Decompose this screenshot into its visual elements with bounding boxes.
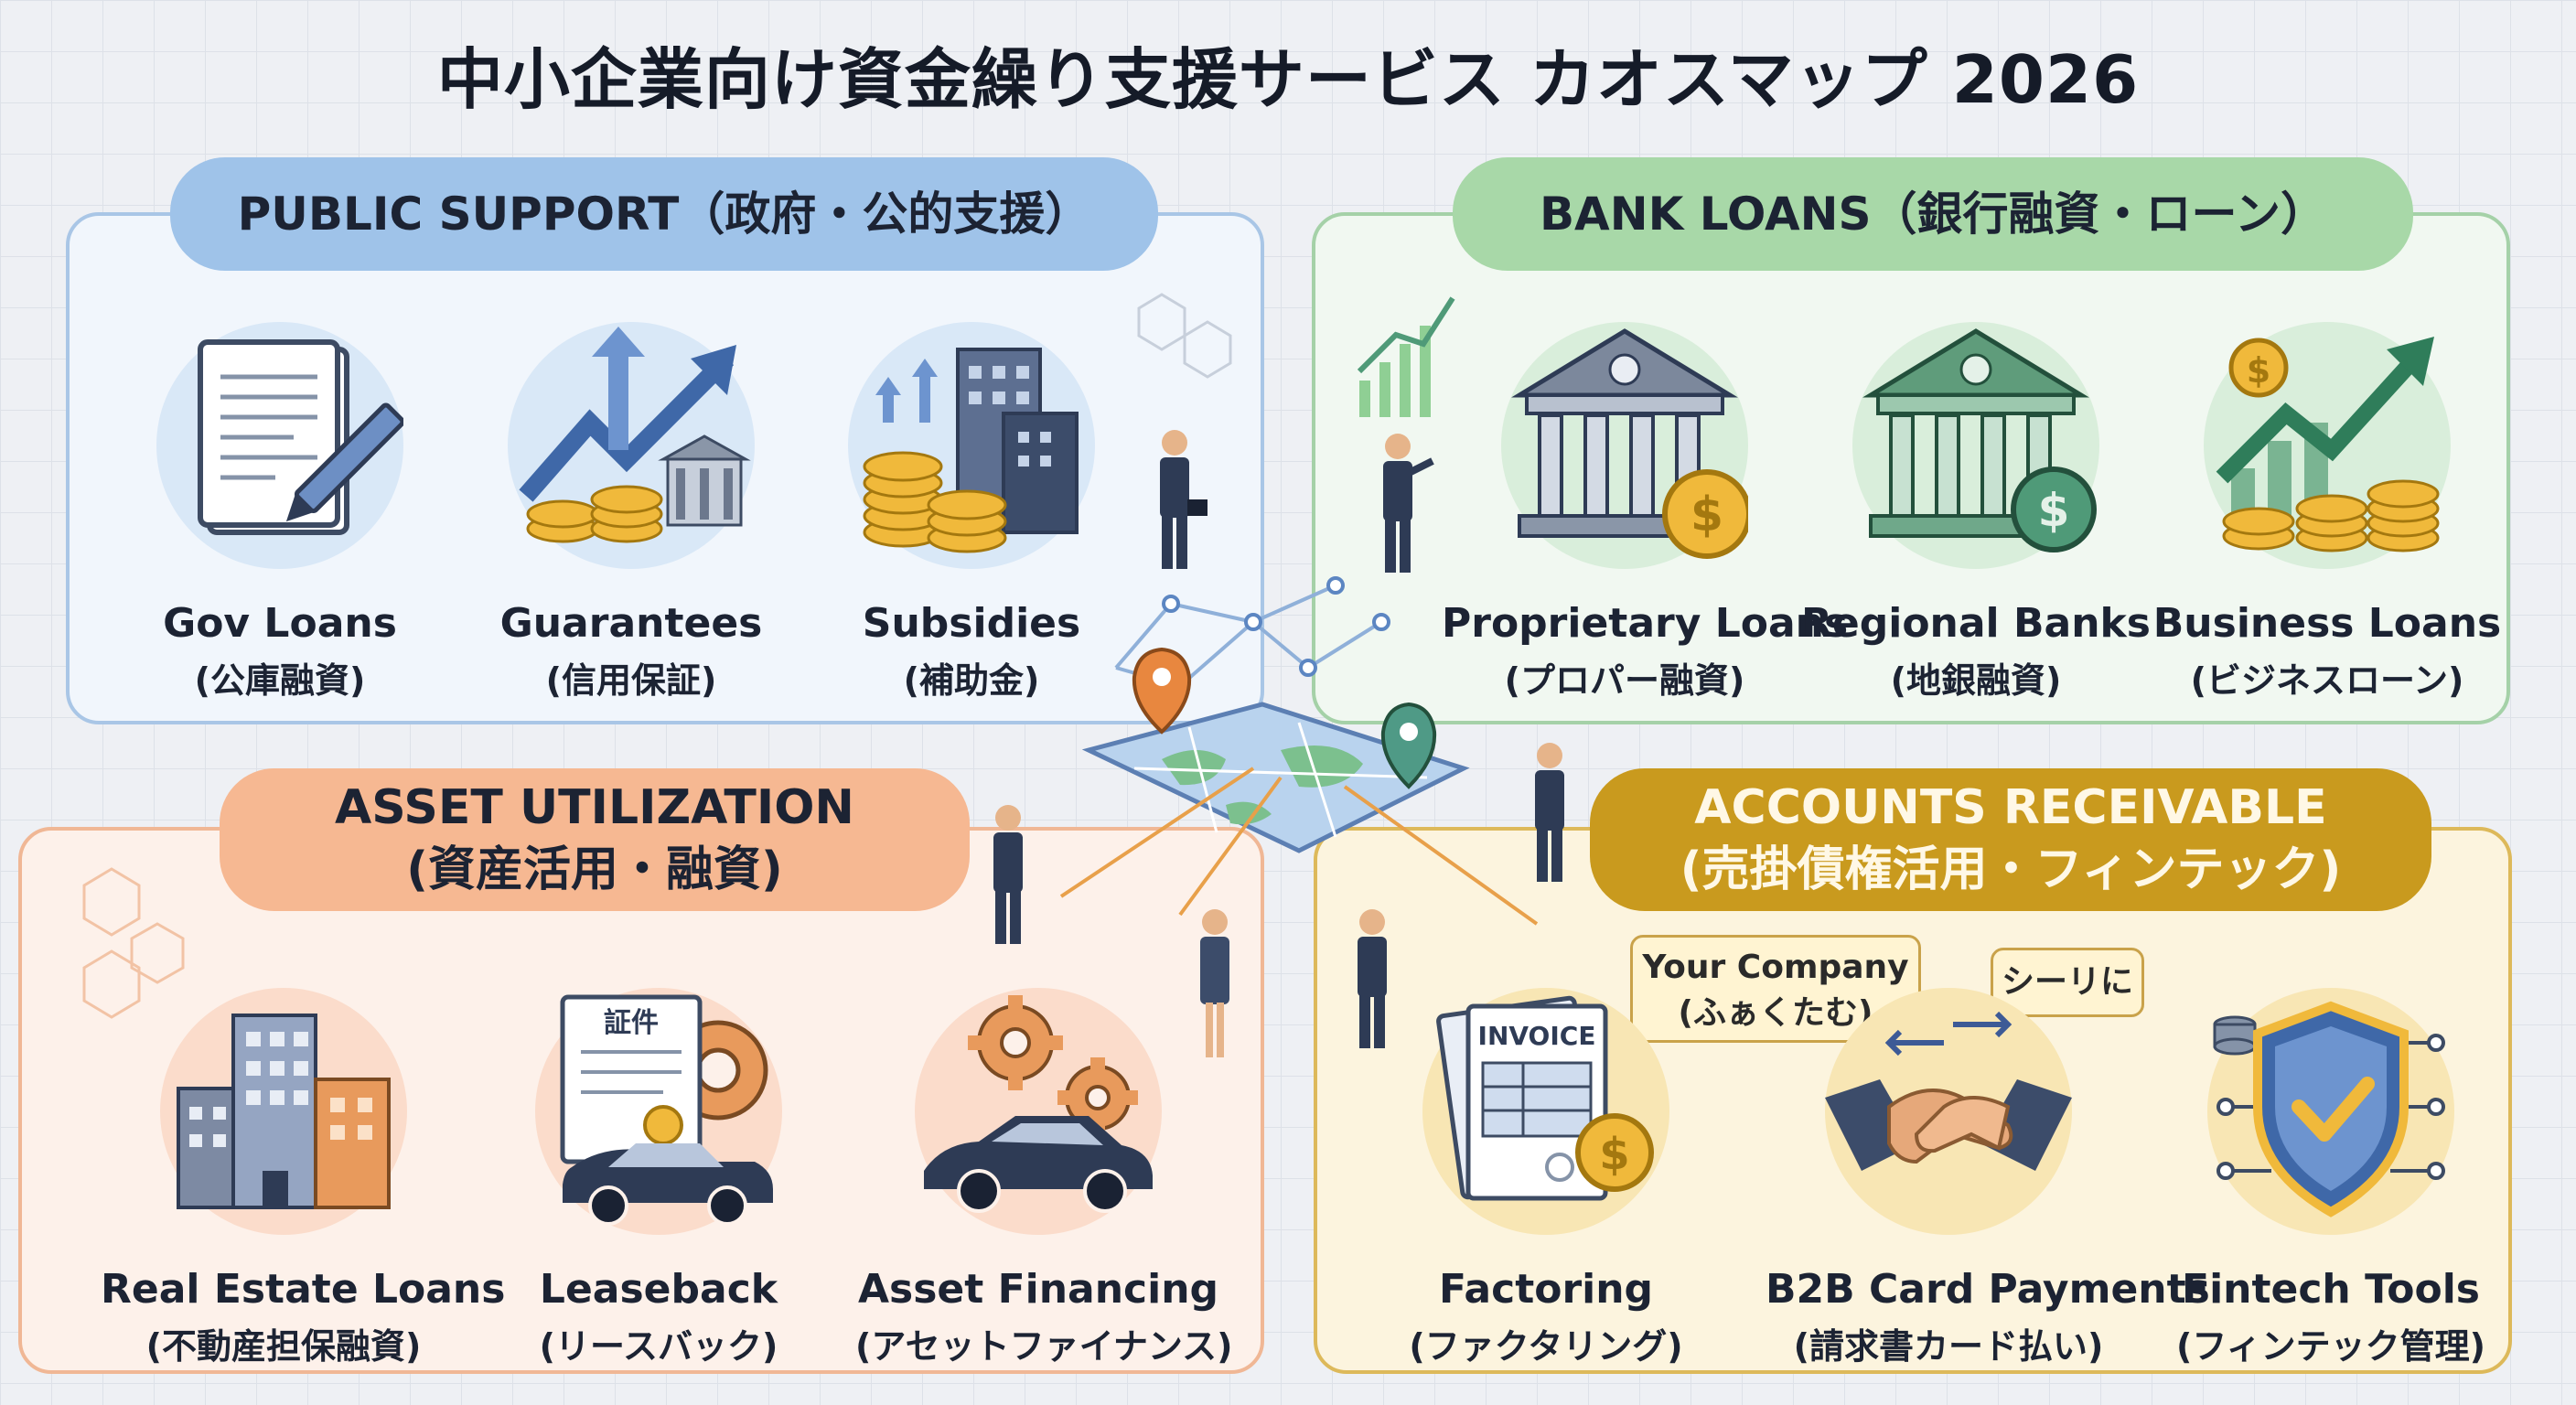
svg-text:$: $ (2247, 350, 2270, 391)
businessman-figure (1160, 430, 1208, 569)
your-company-line1: Your Company (1642, 949, 1909, 986)
hexagon-decoration-left (82, 867, 185, 1019)
growth-chart-decoration-icon (1357, 296, 1455, 417)
real-estate-loans-sub: (不動産担保融資) (145, 1326, 422, 1367)
coins-building-icon (848, 322, 1095, 569)
fintech-tools-label: Fintech Tools (2182, 1266, 2480, 1313)
proprietary-loans-label: Proprietary Loans (1442, 600, 1849, 647)
fintech-tools-item: Fintech Tools (フィンテック管理) (2148, 988, 2514, 1368)
leaseback-sub: (リースバック) (539, 1326, 778, 1367)
car-gears-icon (915, 988, 1162, 1235)
buildings-icon (160, 988, 407, 1235)
regional-banks-label: Regional Banks (1801, 600, 2151, 647)
map-pin-orange-icon (1132, 647, 1192, 735)
business-loans-sub: (ビジネスローン) (2190, 660, 2464, 701)
gov-loans-sub: (公庫融資) (194, 660, 366, 701)
handshake-icon (1825, 988, 2072, 1235)
regional-banks-item: $ Regional Banks (地銀融資) (1793, 322, 2159, 702)
shield-check-icon (2207, 988, 2454, 1235)
b2b-card-payments-label: B2B Card Payments (1766, 1266, 2210, 1313)
accounts-receivable-heading-line2: (売掛債権活用・フィンテック) (1680, 842, 2342, 897)
map-pin-teal-icon (1380, 702, 1437, 789)
real-estate-loans-item: Real Estate Loans (不動産担保融資) (101, 988, 506, 1368)
asset-financing-item: Asset Financing (アセットファイナンス) (855, 988, 1233, 1368)
connector-lines (1059, 767, 1539, 926)
svg-text:$: $ (2038, 484, 2070, 537)
asset-utilization-heading-line1: ASSET UTILIZATION (335, 780, 854, 835)
presenter-figure (1383, 434, 1434, 573)
accounts-receivable-heading-line1: ACCOUNTS RECEIVABLE (1694, 780, 2327, 835)
guarantees-item: Guarantees (信用保証) (448, 322, 814, 702)
hexagon-decoration (1137, 293, 1232, 379)
factoring-sub: (ファクタリング) (1409, 1326, 1683, 1367)
real-estate-loans-label: Real Estate Loans (101, 1266, 506, 1313)
asset-financing-sub: (アセットファイナンス) (855, 1326, 1233, 1367)
document-pen-icon (156, 322, 403, 569)
coins-growth-icon: $ (2204, 322, 2451, 569)
asset-utilization-heading: ASSET UTILIZATION (資産活用・融資) (220, 768, 970, 911)
your-company-line2: (ふぁくたむ) (1678, 994, 1873, 1033)
business-loans-item: $ Business Loans (ビジネスローン) (2144, 322, 2510, 702)
regional-bank-icon: $ (1852, 322, 2099, 569)
svg-text:$: $ (1690, 488, 1723, 542)
guarantees-label: Guarantees (499, 600, 763, 647)
factoring-label: Factoring (1438, 1266, 1654, 1313)
b2b-card-payments-sub: (請求書カード払い) (1793, 1326, 2104, 1367)
leaseback-item: 証件 Leaseback (リースバック) (476, 988, 842, 1368)
bank-coin-icon: $ (1501, 322, 1748, 569)
page-title: 中小企業向け資金繰り支援サービス カオスマップ 2026 (436, 41, 2140, 118)
gov-loans-label: Gov Loans (163, 600, 397, 647)
proprietary-loans-item: $ Proprietary Loans (プロパー融資) (1442, 322, 1849, 702)
public-support-heading: PUBLIC SUPPORT（政府・公的支援） (170, 157, 1158, 271)
certificate-car-icon: 証件 (535, 988, 782, 1235)
regional-banks-sub: (地銀融資) (1890, 660, 2062, 701)
gov-loans-item: Gov Loans (公庫融資) (97, 322, 463, 702)
subsidies-label: Subsidies (862, 600, 1081, 647)
central-map-illustration (1059, 576, 1539, 926)
map-landmass (1162, 745, 1363, 825)
certificate-text: 証件 (604, 1007, 659, 1039)
subsidies-sub: (補助金) (903, 660, 1040, 701)
analyst-figure-right (1535, 743, 1564, 882)
accounts-receivable-heading: ACCOUNTS RECEIVABLE (売掛債権活用・フィンテック) (1590, 768, 2431, 911)
subsidies-item: Subsidies (補助金) (789, 322, 1154, 702)
woman-figure (1200, 909, 1229, 1057)
leaseback-label: Leaseback (539, 1266, 778, 1313)
svg-text:$: $ (1599, 1129, 1629, 1180)
series-bubble: シーリに (1991, 948, 2144, 1017)
business-loans-label: Business Loans (2152, 600, 2502, 647)
network-lines (1114, 584, 1383, 688)
asset-financing-label: Asset Financing (857, 1266, 1219, 1313)
guarantees-sub: (信用保証) (545, 660, 717, 701)
network-nodes (1162, 576, 1390, 695)
analyst-figure-left (993, 805, 1023, 944)
invoice-text: INVOICE (1478, 1021, 1596, 1051)
invoice-icon: INVOICE $ (1422, 988, 1669, 1235)
proprietary-loans-sub: (プロパー融資) (1504, 660, 1745, 701)
tablet-user-figure (1358, 909, 1387, 1048)
asset-utilization-heading-line2: (資産活用・融資) (406, 842, 783, 897)
growth-bank-icon (508, 322, 755, 569)
fintech-tools-sub: (フィンテック管理) (2176, 1326, 2485, 1367)
bank-loans-heading: BANK LOANS（銀行融資・ローン） (1453, 157, 2413, 271)
factoring-item: INVOICE $ Factoring (ファクタリング) (1363, 988, 1729, 1368)
b2b-card-payments-item: B2B Card Payments (請求書カード払い) (1766, 988, 2210, 1368)
